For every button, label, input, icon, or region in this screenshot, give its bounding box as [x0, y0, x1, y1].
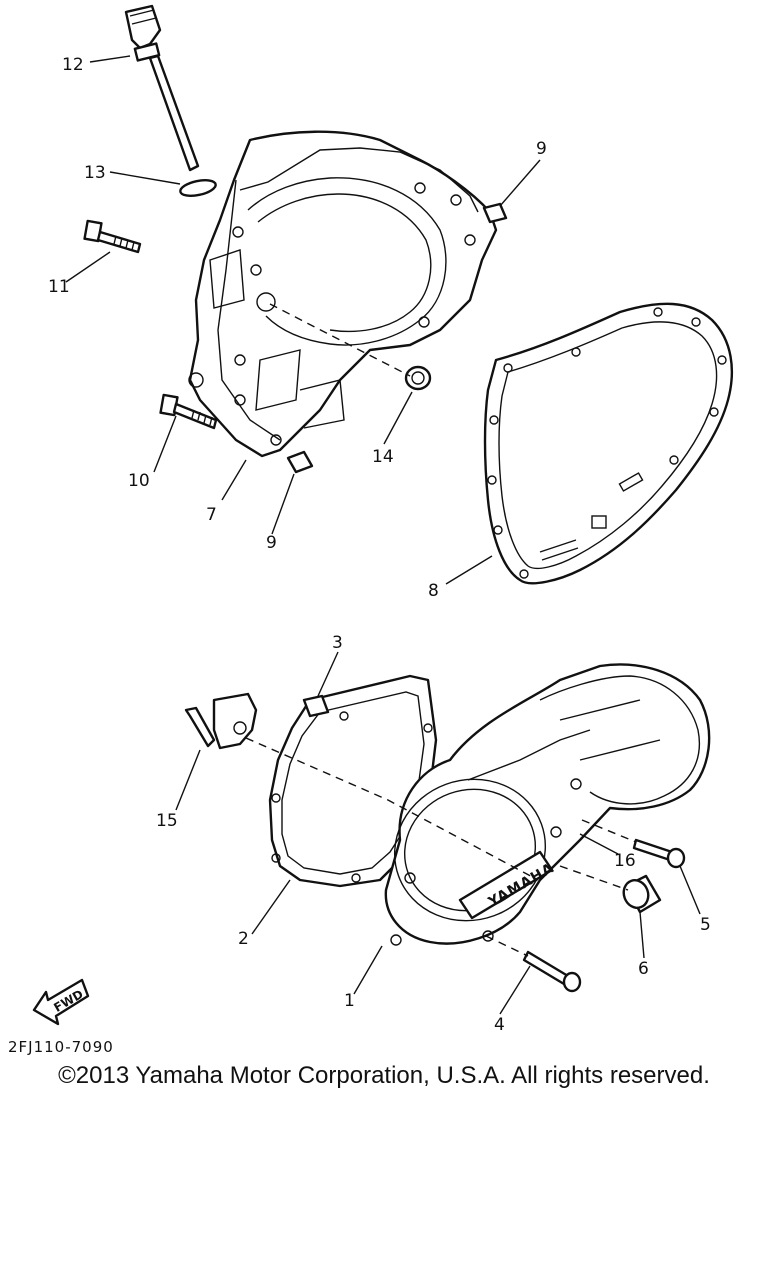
gasket-part-8: [483, 302, 734, 585]
forward-arrow-icon: FWD: [32, 978, 90, 1026]
o-ring-part-13: [179, 178, 217, 198]
cap-part-6: [622, 874, 662, 914]
parts-diagram: YAMAHA 12 13 11 10 7 9: [32, 4, 734, 1035]
dowel-pin-part-9-top: [482, 202, 508, 224]
gasket-part-2: [268, 674, 438, 888]
dowel-pin-part-9-bottom: [286, 450, 314, 474]
dowel-pin-part-3: [302, 694, 330, 718]
callout-4: 4: [494, 1015, 505, 1035]
bracket-part-15: [184, 692, 258, 750]
callout-6: 6: [638, 959, 649, 979]
callout-7: 7: [206, 505, 217, 525]
callout-12: 12: [62, 55, 84, 75]
bolt-part-11: [83, 219, 142, 254]
copyright-notice: ©2013 Yamaha Motor Corporation, U.S.A. A…: [58, 1062, 710, 1089]
callout-10: 10: [128, 471, 150, 491]
callout-1: 1: [344, 991, 355, 1011]
callout-8: 8: [428, 581, 439, 601]
crankcase-cover-part-7: [188, 130, 498, 458]
callout-3: 3: [332, 633, 343, 653]
callout-5: 5: [700, 915, 711, 935]
callout-9-bottom: 9: [266, 533, 277, 553]
callout-13: 13: [84, 163, 106, 183]
callout-9-top: 9: [536, 139, 547, 159]
screw-part-5: [632, 838, 686, 869]
oil-seal-part-14: [404, 365, 432, 391]
callout-14: 14: [372, 447, 394, 467]
callout-2: 2: [238, 929, 249, 949]
callout-16: 16: [614, 851, 636, 871]
screw-part-4: [522, 950, 582, 993]
bolt-part-10: [159, 393, 218, 430]
callout-15: 15: [156, 811, 178, 831]
diagram-code: 2FJ110-7090: [8, 1038, 114, 1056]
dipstick-part-12: [124, 4, 200, 172]
callout-11: 11: [48, 277, 70, 297]
